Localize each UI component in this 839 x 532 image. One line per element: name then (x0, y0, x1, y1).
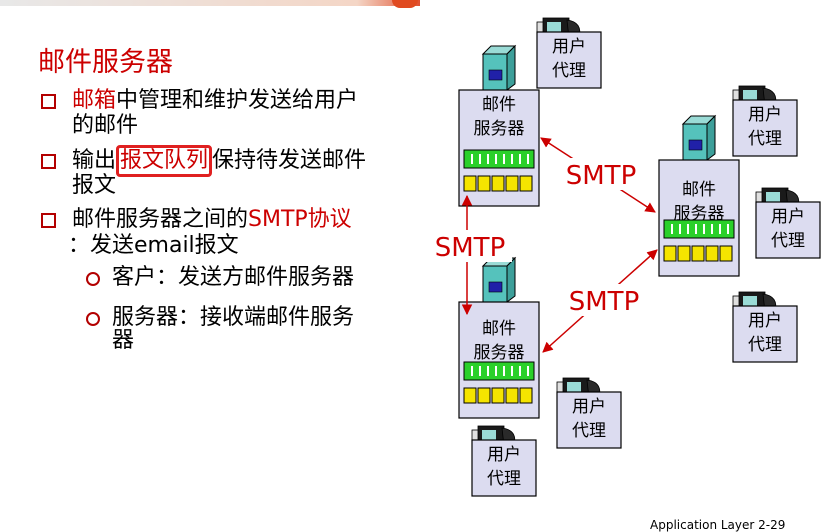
bullet-queue-line1: 输出报文队列保持待发送邮件 (72, 145, 367, 177)
agent-label: 代理 (552, 61, 586, 81)
agent-label: 用户 (748, 105, 782, 125)
bullet-queue-line2: 报文 (72, 173, 117, 198)
server-label: 服务器 (474, 343, 525, 363)
sub-bullet-server-line1: 服务器：接收端邮件服务 (112, 305, 355, 330)
user-agent-1: 用户 代理 (537, 18, 601, 88)
sub-bullet-client: 客户：发送方邮件服务器 (112, 265, 355, 290)
message-queue-term: 报文队列 (116, 145, 213, 177)
agent-label: 代理 (572, 421, 606, 441)
user-agent-4: 用户 代理 (733, 292, 797, 362)
bullet-text: 输出 (72, 148, 117, 173)
bullet-smtp-line2: ：发送email报文 (68, 233, 239, 258)
server-label: 服务器 (674, 204, 725, 224)
bullet-marker (41, 154, 56, 169)
server-label: 邮件 (682, 180, 716, 200)
server-label: 邮件 (482, 95, 516, 115)
agent-label: 代理 (748, 335, 782, 355)
sub-bullet-marker (86, 312, 100, 326)
bullet-smtp-line1: 邮件服务器之间的SMTP协议 (72, 207, 352, 232)
top-decoration-dot (392, 0, 418, 8)
server-label: 服务器 (474, 119, 525, 139)
user-agent-5: 用户 代理 (557, 378, 621, 448)
slide-title: 邮件服务器 (38, 47, 173, 78)
sub-bullet-server-line2: 器 (112, 328, 135, 353)
agent-label: 用户 (771, 207, 805, 227)
agent-label: 用户 (552, 37, 586, 57)
mail-server-top: 邮件 服务器 (459, 46, 539, 206)
agent-label: 代理 (771, 231, 805, 251)
user-agent-3: 用户 代理 (756, 188, 820, 258)
bullet-text: 邮件服务器之间的 (72, 207, 249, 232)
bullet-text: 中管理和维护发送给用户 (116, 88, 359, 113)
agent-label: 用户 (487, 445, 521, 465)
bullet-mailbox-line1: 邮箱中管理和维护发送给用户 (72, 88, 358, 113)
user-agent-2: 用户 代理 (733, 86, 797, 156)
user-agent-6: 用户 代理 (472, 426, 536, 496)
bullet-mailbox-line2: 的邮件 (72, 113, 139, 138)
agent-label: 用户 (748, 311, 782, 331)
sub-bullet-marker (86, 272, 100, 286)
mail-server-right: 邮件 服务器 (659, 116, 739, 276)
slide-footer: Application Layer 2-29 (650, 518, 786, 532)
server-label: 邮件 (482, 319, 516, 339)
agent-label: 用户 (572, 397, 606, 417)
smtp-label: SMTP (435, 233, 506, 263)
top-decoration-bar (0, 0, 420, 6)
agent-label: 代理 (748, 129, 782, 149)
agent-label: 代理 (487, 469, 521, 489)
smtp-label: SMTP (566, 161, 637, 191)
smtp-protocol-term: SMTP协议 (248, 207, 352, 232)
smtp-label: SMTP (569, 287, 640, 317)
bullet-marker (41, 213, 56, 228)
mail-server-bottom: 邮件 服务器 (459, 258, 539, 418)
bullet-text: 保持待发送邮件 (212, 148, 367, 173)
mailbox-term: 邮箱 (72, 88, 117, 113)
bullet-marker (41, 94, 56, 109)
